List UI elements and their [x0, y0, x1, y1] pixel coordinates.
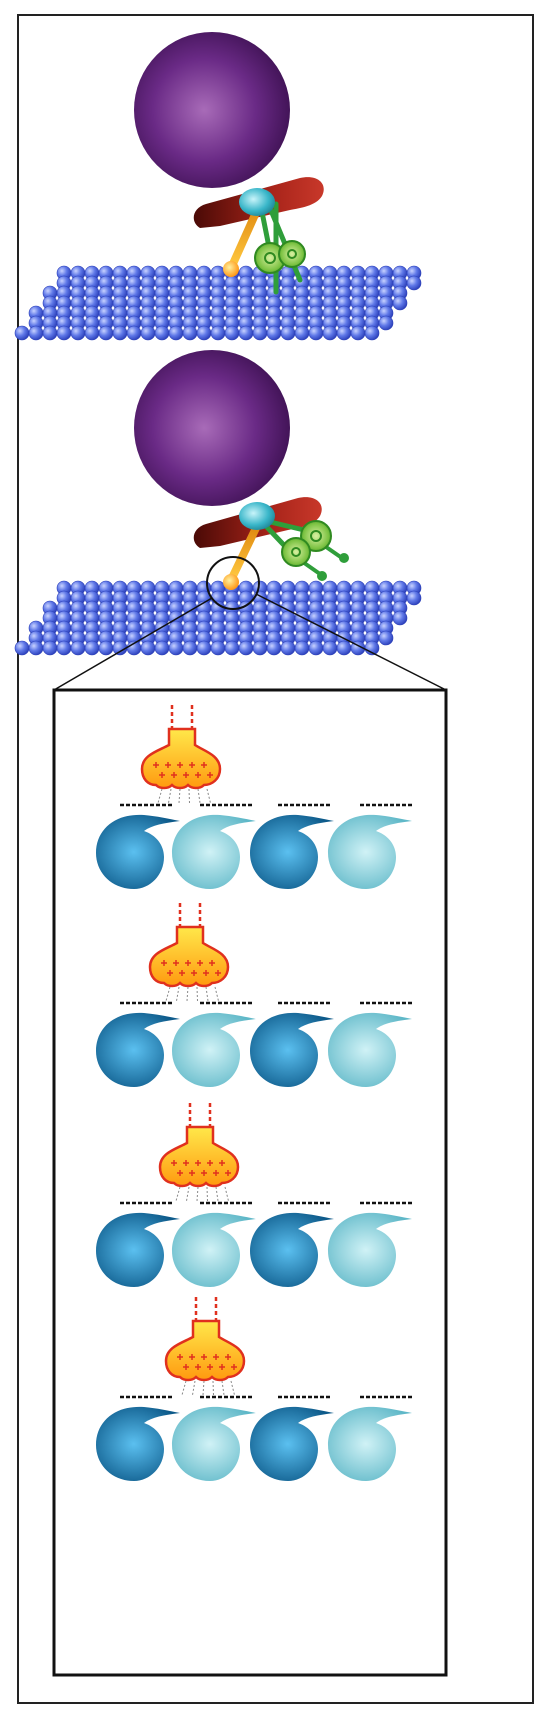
- charged-tail-icon: [148, 925, 230, 988]
- inset-row: [96, 903, 412, 1087]
- zoom-circle: [206, 556, 260, 610]
- cargo-sphere-icon: [134, 32, 290, 188]
- cargo-sphere-icon: [134, 350, 290, 506]
- inset-row: [96, 1297, 412, 1481]
- inset-rows: [96, 705, 412, 1481]
- motor-protein-icon: [193, 177, 324, 295]
- panel-lower: [14, 350, 447, 691]
- zoom-line-right: [255, 593, 447, 691]
- charged-tail-icon: [140, 727, 222, 790]
- inset-row: [96, 705, 412, 889]
- zoom-line-left: [53, 597, 213, 691]
- outer-frame: [17, 14, 534, 1704]
- microtubule-lattice-icon: [14, 580, 422, 656]
- motor-tip: [223, 574, 239, 590]
- panel-upper: [14, 32, 422, 341]
- charged-tail-icon: [164, 1319, 246, 1382]
- inset-row: [96, 1103, 412, 1287]
- motor-protein-icon: [193, 497, 349, 590]
- microtubule-lattice-icon: [14, 265, 422, 341]
- charged-tail-icon: [158, 1125, 240, 1188]
